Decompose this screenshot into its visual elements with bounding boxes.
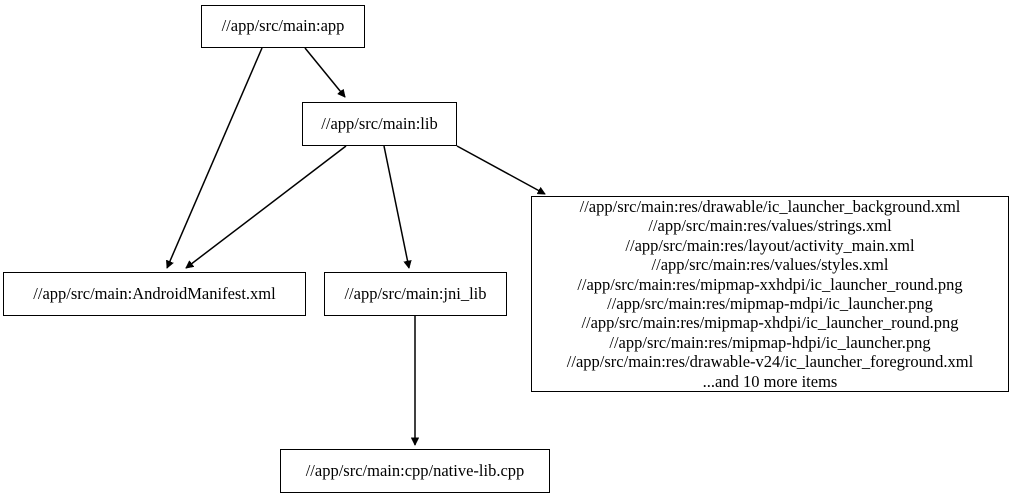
graph-node-app[interactable]: //app/src/main:app (201, 5, 365, 48)
graph-node-label: //app/src/main:cpp/native-lib.cpp (305, 460, 525, 480)
edge-app-to-lib (304, 47, 345, 97)
graph-node-label: //app/src/main:lib (321, 113, 438, 133)
edge-lib-to-res (456, 145, 545, 195)
graph-node-label: //app/src/main:AndroidManifest.xml (33, 283, 276, 303)
edge-lib-to-jni-lib (383, 145, 409, 268)
graph-node-label: //app/src/main:res/drawable/ic_launcher_… (566, 196, 974, 391)
graph-node-label: //app/src/main:app (221, 16, 345, 36)
graph-node-androidmanifest-xml[interactable]: //app/src/main:AndroidManifest.xml (3, 272, 306, 316)
graph-node-res-group[interactable]: //app/src/main:res/drawable/ic_launcher_… (531, 196, 1009, 392)
graph-node-lib[interactable]: //app/src/main:lib (302, 102, 457, 146)
graph-node-native-lib-cpp[interactable]: //app/src/main:cpp/native-lib.cpp (280, 449, 550, 493)
edge-app-to-manifest (167, 47, 263, 268)
edge-lib-to-manifest (186, 145, 347, 268)
graph-node-jni-lib[interactable]: //app/src/main:jni_lib (324, 272, 507, 316)
graph-node-label: //app/src/main:jni_lib (344, 283, 487, 303)
